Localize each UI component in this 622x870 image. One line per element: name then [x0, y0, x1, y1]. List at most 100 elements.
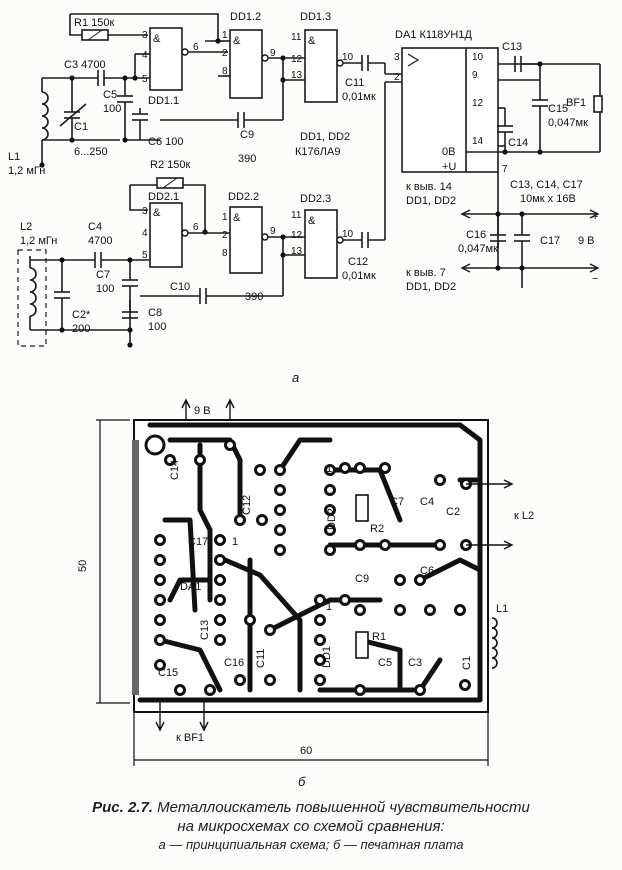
- cap-note-1: C13, C14, C17: [510, 179, 583, 191]
- gate-symbol: &: [233, 212, 241, 224]
- pin-number: 10: [342, 52, 354, 63]
- label-dd2-2: DD2.2: [228, 191, 259, 203]
- label-c12-value: 0,01мк: [342, 270, 376, 282]
- pcb-label-c16: C16: [224, 657, 244, 669]
- label-c9: C9: [240, 129, 254, 141]
- pcb-label-r1: R1: [372, 631, 386, 643]
- pcb-label-c14: C14: [169, 460, 181, 480]
- label-c4: C4: [88, 221, 102, 233]
- pin-number: 14: [472, 136, 484, 147]
- label-r2: R2 150к: [150, 159, 190, 171]
- gate-dd1-2: [229, 29, 263, 99]
- label-c1: C1: [74, 121, 88, 133]
- pcb-width-dimension: 60: [300, 745, 312, 757]
- pin-number: 9: [270, 226, 276, 237]
- label-l2-value: 1,2 мГн: [20, 235, 57, 247]
- pin-number: 7: [502, 164, 508, 175]
- pin-number: 1: [222, 30, 228, 41]
- label-dd1-1: DD1.1: [148, 95, 179, 107]
- gate-symbol: &: [233, 35, 241, 47]
- label-c8: C8: [148, 307, 162, 319]
- label-c2: C2*: [72, 309, 91, 321]
- label-c7: C7: [96, 269, 110, 281]
- gate-dd2-2: [229, 206, 263, 274]
- pin-number: 4: [142, 228, 148, 239]
- figure-caption: Рис. 2.7. Металлоискатель повышенной чув…: [0, 798, 622, 854]
- label-l1-value: 1,2 мГн: [8, 165, 45, 177]
- pin-number: 11: [291, 32, 302, 43]
- pcb-label-c2: C2: [446, 506, 460, 518]
- pin-number: 10: [472, 52, 484, 63]
- gate-symbol: &: [153, 33, 161, 45]
- label-c5: C5: [103, 89, 117, 101]
- pin-number: 2: [222, 230, 228, 241]
- pcb-height-dimension: 50: [77, 560, 89, 572]
- pcb-label-c7: C7: [390, 496, 404, 508]
- label-l1: L1: [8, 151, 20, 163]
- pcb-label-da1: DA1: [180, 581, 201, 593]
- pcb-label-c11: C11: [255, 649, 267, 668]
- pin-number: 12: [472, 98, 484, 109]
- caption-parts: а — принципиальная схема; б — печатная п…: [158, 837, 464, 852]
- label-c10: C10: [170, 281, 190, 293]
- label-plus: +: [592, 211, 598, 223]
- label-bf1: BF1: [566, 97, 586, 109]
- pin-number: 6: [193, 222, 199, 233]
- label-da1: DA1 К118УН1Д: [395, 29, 472, 41]
- gate-dd1-1: [149, 27, 183, 91]
- label-c10-value: 390: [245, 291, 263, 303]
- subfigure-label-b: б: [298, 774, 306, 789]
- pcb-l2-label: к L2: [514, 510, 534, 522]
- label-c16: C16: [466, 229, 486, 241]
- label-dd1-2: DD1.2: [230, 11, 261, 23]
- chip-note-2: К176ЛА9: [295, 146, 340, 158]
- pcb-label-c3: C3: [408, 657, 422, 669]
- pin-number: 12: [291, 54, 303, 65]
- label-r1: R1 150к: [74, 17, 114, 29]
- cap-note-2: 10мк х 16В: [520, 193, 576, 205]
- caption-title-line-2: на микросхемах со схемой сравнения:: [177, 818, 445, 835]
- pcb-pin1-marker: 1: [326, 601, 332, 613]
- pcb-label-c9: C9: [355, 573, 369, 585]
- label-c14: C14: [508, 137, 528, 149]
- label-c16-value: 0,047мк: [458, 243, 498, 255]
- pcb-label-c15: C15: [158, 667, 178, 679]
- label-c12: C12: [348, 256, 368, 268]
- pcb-label-c17: C17: [188, 536, 208, 548]
- pcb-label-c5: C5: [378, 657, 392, 669]
- pcb-label-dd1: DD1: [321, 646, 333, 668]
- label-c6: C6 100: [148, 136, 183, 148]
- pcb-label-c6: C6: [420, 565, 434, 577]
- pin-number: 3: [142, 206, 148, 217]
- pin-number: 2: [394, 72, 400, 83]
- pin-number: 12: [291, 230, 303, 241]
- label-c11-value: 0,01мк: [342, 91, 376, 103]
- power-minus-note-1: к выв. 7: [406, 267, 446, 279]
- pin-number: 8: [222, 248, 228, 259]
- pin-number: 8: [222, 66, 228, 77]
- gate-symbol: &: [308, 35, 316, 47]
- pin-number: 1: [222, 212, 228, 223]
- pin-number: 13: [291, 70, 303, 81]
- gate-dd1-3: [304, 29, 338, 103]
- pin-number: 4: [142, 50, 148, 61]
- pin-number: 9: [472, 70, 478, 81]
- label-voltage: 9 В: [578, 235, 595, 247]
- pin-number: 5: [142, 250, 148, 261]
- label-l2: L2: [20, 221, 32, 233]
- chip-note-1: DD1, DD2: [300, 131, 350, 143]
- label-c15-value: 0,047мк: [548, 117, 588, 129]
- pin-number: 13: [291, 246, 303, 257]
- amp-pin-0v: 0В: [442, 146, 455, 158]
- label-c7-value: 100: [96, 283, 114, 295]
- label-c2-value: 200: [72, 323, 90, 335]
- label-c5-value: 100: [103, 103, 121, 115]
- label-c15: C15: [548, 103, 568, 115]
- pcb-label-dd2: DD2: [326, 508, 338, 530]
- pin-number: 9: [270, 48, 276, 59]
- label-dd1-3: DD1.3: [300, 11, 331, 23]
- label-c13: C13: [502, 41, 522, 53]
- pcb-layout: [96, 398, 514, 766]
